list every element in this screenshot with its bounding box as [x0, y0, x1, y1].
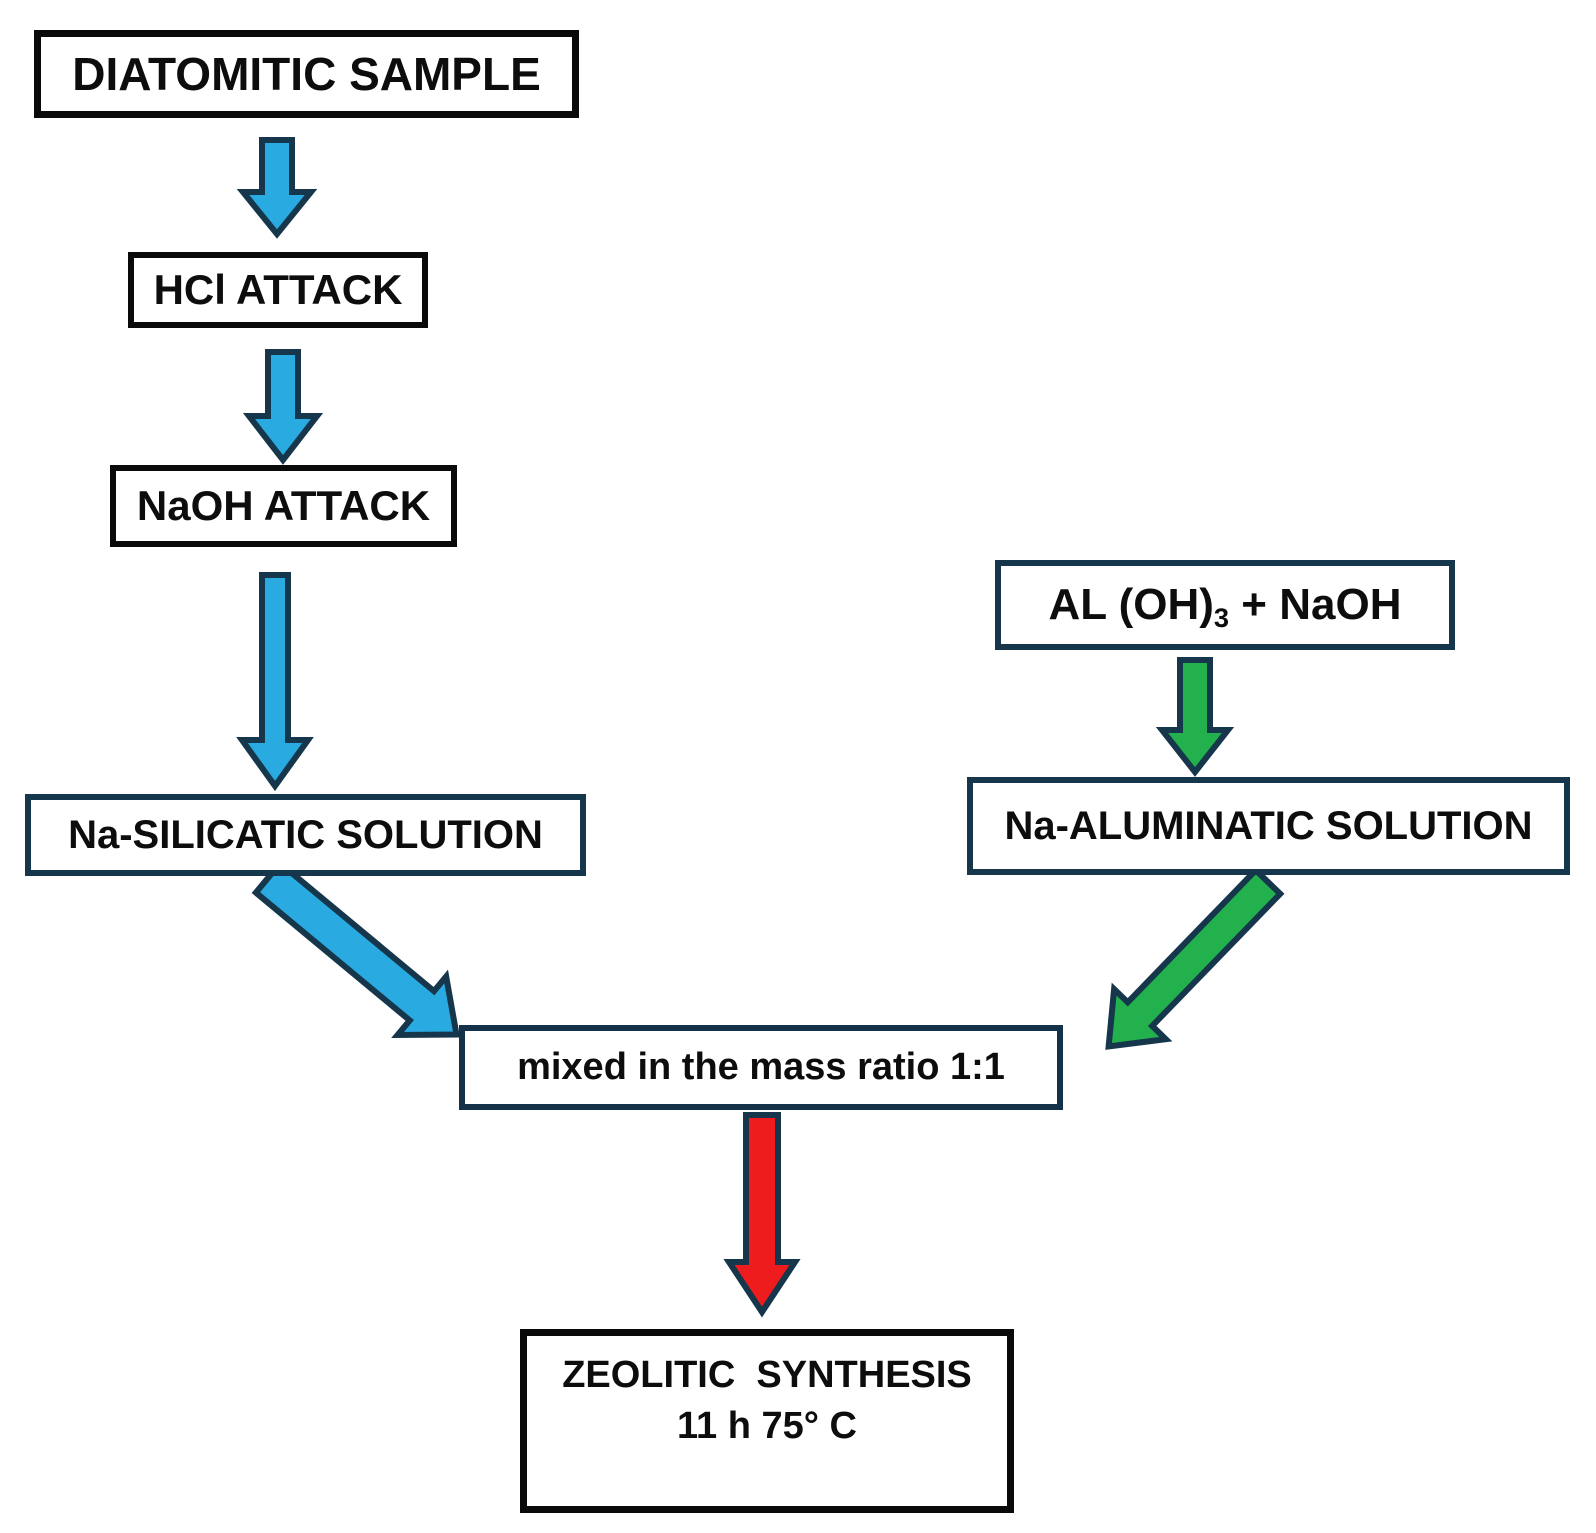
arrow-blue-1: [236, 137, 318, 239]
node-diatomitic-sample-label: DIATOMITIC SAMPLE: [72, 48, 541, 100]
node-naoh-attack-label: NaOH ATTACK: [136, 482, 431, 529]
arrow-red: [723, 1112, 801, 1318]
node-na-silicatic-solution-label: Na-SILICATIC SOLUTION: [68, 812, 543, 857]
node-diatomitic-sample: DIATOMITIC SAMPLE: [34, 30, 579, 118]
aloh3-formula-main: AL (OH): [1048, 580, 1214, 629]
node-naoh-attack: NaOH ATTACK: [110, 465, 457, 547]
node-na-silicatic-solution: Na-SILICATIC SOLUTION: [25, 794, 586, 876]
arrow-green-1: [1155, 657, 1235, 777]
node-mixed-mass-ratio-label: mixed in the mass ratio 1:1: [517, 1046, 1005, 1088]
node-na-aluminatic-solution-label: Na-ALUMINATIC SOLUTION: [1004, 803, 1533, 848]
arrow-blue-3: [236, 572, 314, 792]
aloh3-formula-subscript: 3: [1213, 601, 1230, 633]
node-aloh3-naoh: AL (OH)3 + NaOH: [995, 560, 1455, 650]
node-zeolitic-synthesis: ZEOLITIC SYNTHESIS 11 h 75° C: [520, 1329, 1014, 1513]
aloh3-formula-rest: + NaOH: [1229, 580, 1402, 629]
node-hcl-attack: HCl ATTACK: [128, 252, 428, 328]
arrow-blue-diagonal: [251, 859, 461, 1039]
arrow-green-diagonal: [1105, 865, 1285, 1050]
arrow-blue-2: [242, 349, 324, 465]
node-zeolitic-synthesis-line1: ZEOLITIC SYNTHESIS: [562, 1354, 972, 1396]
node-hcl-attack-label: HCl ATTACK: [153, 266, 403, 313]
node-mixed-mass-ratio: mixed in the mass ratio 1:1: [459, 1025, 1063, 1110]
node-aloh3-naoh-label: AL (OH)3 + NaOH: [1048, 580, 1402, 633]
node-zeolitic-synthesis-line2: 11 h 75° C: [677, 1405, 857, 1448]
node-na-aluminatic-solution: Na-ALUMINATIC SOLUTION: [967, 777, 1570, 875]
